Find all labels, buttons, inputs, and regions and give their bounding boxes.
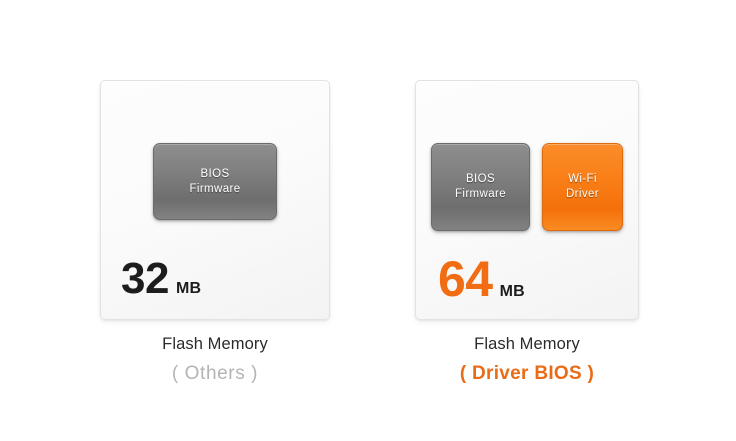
caption-subtitle: ( Driver BIOS ) bbox=[459, 363, 595, 384]
capacity-readout-others: 32 MB bbox=[121, 257, 201, 301]
chip-label-line1: BIOS bbox=[465, 173, 496, 186]
chip-label-line1: BIOS bbox=[200, 167, 230, 180]
chip-label-line2: Firmware bbox=[454, 188, 507, 200]
capacity-unit: MB bbox=[175, 280, 202, 297]
chip-row-others: BIOS Firmware bbox=[101, 143, 329, 220]
flash-memory-card-driver-bios: BIOS Firmware Wi-Fi Driver 64 MB bbox=[415, 80, 639, 320]
bios-firmware-chip: BIOS Firmware bbox=[431, 143, 530, 231]
chip-label-line2: Firmware bbox=[189, 182, 241, 195]
caption-title: Flash Memory bbox=[162, 335, 268, 353]
capacity-readout-driver-bios: 64 MB bbox=[438, 254, 525, 304]
panel-others: BIOS Firmware 32 MB Flash Memory ( Other… bbox=[100, 80, 330, 385]
capacity-value: 64 bbox=[438, 251, 493, 307]
capacity-value: 32 bbox=[121, 254, 169, 303]
wifi-driver-chip: Wi-Fi Driver bbox=[542, 143, 623, 231]
caption-subtitle: ( Others ) bbox=[171, 363, 259, 384]
chip-label-line1: Wi-Fi bbox=[568, 173, 597, 186]
panel-driver-bios: BIOS Firmware Wi-Fi Driver 64 MB Flash M… bbox=[415, 80, 639, 385]
caption-driver-bios: Flash Memory ( Driver BIOS ) bbox=[415, 335, 639, 385]
chip-row-driver-bios: BIOS Firmware Wi-Fi Driver bbox=[416, 143, 638, 231]
capacity-unit: MB bbox=[499, 283, 525, 300]
caption-title: Flash Memory bbox=[474, 335, 580, 353]
flash-memory-card-others: BIOS Firmware 32 MB bbox=[100, 80, 330, 320]
chip-label-line2: Driver bbox=[565, 188, 600, 200]
bios-firmware-chip: BIOS Firmware bbox=[153, 143, 277, 220]
caption-others: Flash Memory ( Others ) bbox=[100, 335, 330, 385]
